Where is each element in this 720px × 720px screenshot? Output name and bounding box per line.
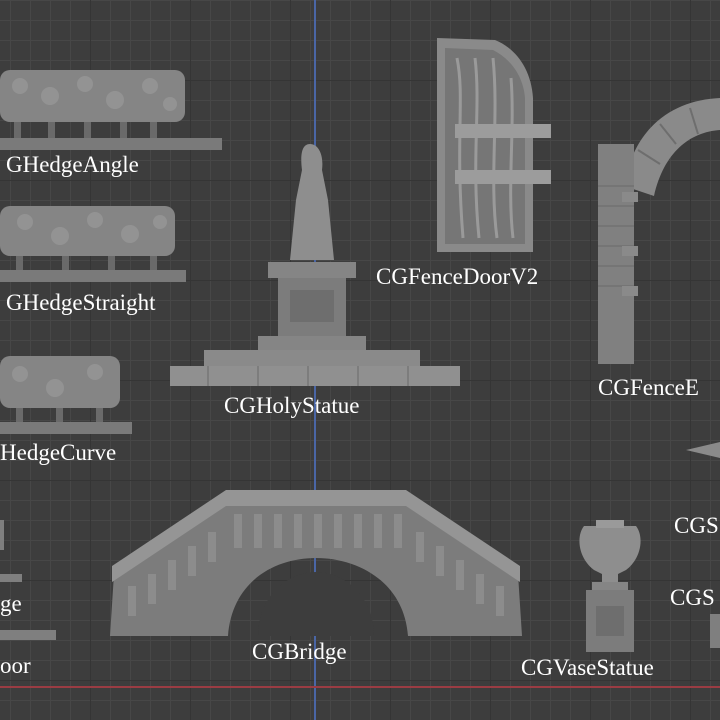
label-fence-door-v2: CGFenceDoorV2 bbox=[376, 264, 539, 289]
partial-right-model[interactable] bbox=[686, 440, 720, 460]
hedge-curve-model[interactable] bbox=[0, 354, 135, 436]
hedge-angle-model[interactable] bbox=[0, 66, 225, 154]
x-axis-line bbox=[0, 686, 720, 688]
label-partial-ge: ge bbox=[0, 591, 22, 616]
partial-left-model[interactable] bbox=[0, 520, 60, 670]
label-bridge: CGBridge bbox=[252, 639, 347, 664]
label-hedge-straight: GHedgeStraight bbox=[6, 290, 156, 315]
holy-statue-model[interactable] bbox=[168, 140, 463, 390]
label-fence-e: CGFenceE bbox=[598, 375, 699, 400]
label-holy-statue: CGHolyStatue bbox=[224, 393, 360, 418]
label-hedge-curve: HedgeCurve bbox=[0, 440, 117, 465]
label-vase-statue: CGVaseStatue bbox=[521, 655, 654, 680]
label-cgs-1: CGS bbox=[674, 513, 719, 538]
label-cgs-2: CGS bbox=[670, 585, 715, 610]
fence-e-model[interactable] bbox=[594, 96, 720, 368]
label-hedge-angle: GHedgeAngle bbox=[6, 152, 139, 177]
bridge-model[interactable] bbox=[108, 486, 524, 638]
fence-door-v2-model[interactable] bbox=[435, 38, 555, 258]
hedge-straight-model[interactable] bbox=[0, 204, 190, 284]
vase-statue-model[interactable] bbox=[570, 516, 650, 656]
partial-right-bottom-model[interactable] bbox=[706, 600, 720, 650]
label-partial-door: oor bbox=[0, 653, 31, 678]
